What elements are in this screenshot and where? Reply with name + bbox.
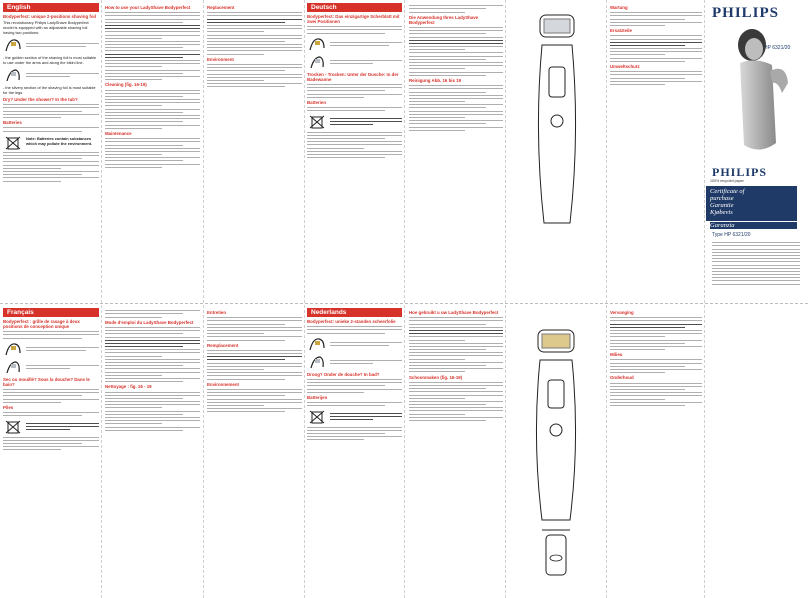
francais-subtitle: Bodyperfect : grille de rasage à deux po… bbox=[3, 319, 80, 329]
onderhoud-heading: Onderhoud bbox=[610, 375, 634, 381]
cert-line: Garanzia bbox=[710, 222, 797, 229]
umweltschutz-heading: Umweltschutz bbox=[610, 64, 640, 69]
nederlands-column: Nederlands Bodyperfect: unieke 2-standen… bbox=[307, 308, 402, 596]
english-subtitle: Bodyperfect: unique 2-positions shaving … bbox=[3, 14, 96, 19]
nederlands-gebruik-heading: Hoe gebruikt u uw LadyShave Bodyperfect bbox=[409, 310, 499, 315]
milieu-heading: Milieu bbox=[610, 352, 623, 358]
section-header-english: English bbox=[3, 3, 99, 12]
philips-logo: PHILIPS bbox=[712, 5, 780, 21]
fold-line bbox=[404, 0, 405, 598]
deutsch-batterien-heading: Batterien bbox=[307, 99, 327, 105]
fold-line bbox=[304, 0, 305, 598]
cert-type: Type HP 6321/20 bbox=[712, 232, 751, 238]
vervanging-column: Vervanging Milieu Onderhoud bbox=[610, 308, 702, 596]
deutsch-anwendung-heading: Die Anwendung Ihres LadyShave Bodyperfec… bbox=[409, 14, 479, 25]
shaving-foil-silvery-icon bbox=[310, 356, 324, 368]
english-golden-bullet: - the golden section of the shaving foil… bbox=[3, 55, 97, 65]
nederlands-subtitle: Bodyperfect: unieke 2-standen scheerfoli… bbox=[307, 319, 396, 324]
recycled-paper-note: 100% recycled paper bbox=[710, 179, 744, 183]
english-dry-wet-heading: Dry? Under the shower? In the tub? bbox=[3, 97, 78, 102]
certificate-of-purchase-block: Certificate of purchase Garantie Kjøbevi… bbox=[706, 186, 797, 221]
cleaning-heading: Cleaning (fig. 16-19) bbox=[105, 82, 147, 88]
woman-photo bbox=[738, 29, 788, 150]
replacement-column: Replacement Environment bbox=[207, 3, 302, 301]
recycle-bin-icon bbox=[309, 411, 325, 424]
nederlands-continued-column: Hoe gebruikt u uw LadyShave Bodyperfect … bbox=[409, 308, 503, 596]
center-panel bbox=[512, 3, 602, 301]
cert-form-lines bbox=[712, 240, 800, 300]
deutsch-reinigung-heading: Reinigung Abb. 16 bis 19 bbox=[409, 77, 462, 83]
philips-logo-bottom: PHILIPS bbox=[712, 165, 768, 179]
english-silvery-bullet: - the silvery section of the shaving foi… bbox=[3, 85, 96, 95]
recycle-bin-icon bbox=[5, 136, 21, 150]
english-intro: This revolutionary Philips LadyShave Bod… bbox=[3, 20, 89, 35]
deutsch-continued-column: Die Anwendung Ihres LadyShave Bodyperfec… bbox=[409, 3, 503, 301]
shaver-front-illustration bbox=[537, 14, 577, 224]
section-header-nederlands: Nederlands bbox=[307, 308, 402, 317]
nederlands-droog-heading: Droog? Onder de douche? In bad? bbox=[307, 371, 380, 377]
entretien-heading: Entretien bbox=[207, 310, 227, 315]
fold-line bbox=[203, 0, 204, 598]
environnement-heading: Environnement bbox=[207, 381, 239, 387]
fold-line bbox=[606, 0, 607, 598]
entretien-column: Entretien Remplacement Environnement bbox=[207, 308, 302, 596]
deutsch-column: Deutsch Bodyperfect: Das einzigartige Sc… bbox=[307, 3, 402, 301]
cert-line: purchase bbox=[710, 195, 734, 202]
cover-panel: PHILIPS HP 6321/20 PHILIPS 100% recycled… bbox=[706, 3, 806, 301]
shaving-foil-silvery-icon bbox=[6, 361, 20, 373]
francais-sous-douche-heading: Sec ou mouillé? Sous la douche? Dans le … bbox=[3, 376, 90, 387]
shaving-foil-golden-icon bbox=[309, 38, 325, 50]
shaving-foil-golden-icon bbox=[5, 343, 21, 355]
cert-line: Garantie bbox=[710, 202, 734, 209]
shaving-foil-golden-icon bbox=[5, 39, 21, 52]
shaver-illustration bbox=[535, 329, 577, 576]
shaving-foil-silvery-icon bbox=[6, 69, 20, 82]
shaving-foil-silvery-icon bbox=[310, 56, 324, 68]
cert-line: Certificate of bbox=[710, 188, 745, 195]
shaving-foil-golden-icon bbox=[309, 338, 325, 350]
francais-mode-emploi-heading: Mode d'emploi du LadyShave Bodyperfect bbox=[105, 319, 194, 325]
how-to-use-heading: How to use your LadyShave Bodyperfect bbox=[105, 5, 191, 10]
vervanging-heading: Vervanging bbox=[610, 310, 634, 315]
fold-line bbox=[505, 0, 506, 598]
nederlands-batterijen-heading: Batterijen bbox=[307, 394, 328, 400]
recycle-bin-icon bbox=[309, 116, 325, 129]
wartung-heading: Wartung bbox=[610, 5, 628, 10]
deutsch-trocken-heading: Trocken - Trocken: Unter der Dusche: In … bbox=[307, 71, 399, 82]
english-batteries-note: Note: Batteries contain substances which… bbox=[26, 135, 93, 146]
english-batteries-heading: Batteries bbox=[3, 120, 22, 126]
environment-heading: Environment bbox=[207, 56, 234, 62]
recycle-bin-icon bbox=[5, 421, 21, 434]
section-header-deutsch: Deutsch bbox=[307, 3, 402, 12]
section-header-francais: Français bbox=[3, 308, 99, 317]
english-column: English Bodyperfect: unique 2-positions … bbox=[3, 3, 99, 301]
wartung-column: Wartung Ersatzteile Umweltschutz bbox=[610, 3, 702, 301]
francais-column: Français Bodyperfect : grille de rasage … bbox=[3, 308, 99, 596]
francais-piles-heading: Piles bbox=[3, 404, 14, 410]
nederlands-schoonmaken-heading: Schoonmaken (fig. 16-19) bbox=[409, 374, 463, 380]
remplacement-heading: Remplacement bbox=[207, 342, 239, 348]
maintenance-heading: Maintenance bbox=[105, 130, 132, 136]
model-number: HP 6321/20 bbox=[764, 45, 791, 51]
ersatzteile-heading: Ersatzteile bbox=[610, 28, 632, 34]
francais-continued-column: Mode d'emploi du LadyShave Bodyperfect N… bbox=[105, 308, 200, 596]
how-to-use-column: How to use your LadyShave Bodyperfect Cl… bbox=[105, 3, 200, 301]
fold-line bbox=[704, 0, 705, 598]
cert-line: Kjøbevis bbox=[710, 209, 733, 216]
francais-nettoyage-heading: Nettoyage : fig. 16 - 19 bbox=[105, 384, 152, 390]
replacement-heading: Replacement bbox=[207, 5, 235, 10]
fold-line bbox=[101, 0, 102, 598]
shaving-head-outline bbox=[537, 329, 575, 353]
deutsch-subtitle: Bodyperfect: Das einzigartige Scherblatt… bbox=[307, 14, 400, 24]
